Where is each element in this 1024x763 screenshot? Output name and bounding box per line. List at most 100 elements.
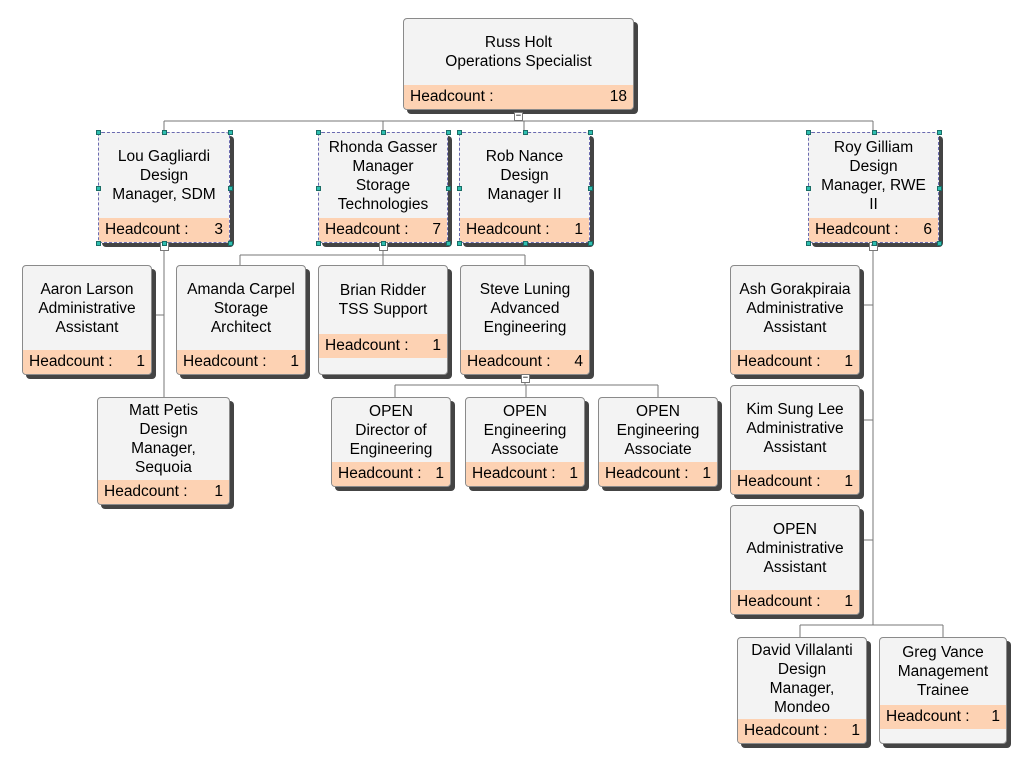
- resize-handle[interactable]: [96, 130, 101, 135]
- headcount-label: Headcount :: [744, 722, 828, 739]
- resize-handle[interactable]: [228, 185, 233, 191]
- node-title: Design Manager II: [487, 167, 562, 203]
- headcount-label: Headcount :: [325, 221, 409, 238]
- headcount-label: Headcount :: [605, 465, 689, 482]
- headcount-value: 1: [574, 221, 583, 238]
- headcount-bar: Headcount :7: [319, 218, 447, 242]
- node-name: Roy Gilliam: [833, 138, 914, 156]
- node-title: Advanced Engineering: [483, 299, 567, 336]
- collapse-toggle-russ[interactable]: −: [514, 111, 523, 121]
- collapse-toggle-steve[interactable]: −: [521, 373, 530, 383]
- resize-handle[interactable]: [588, 130, 593, 135]
- headcount-bar: Headcount : 1: [599, 462, 717, 486]
- headcount-value: 1: [844, 473, 853, 490]
- resize-handle[interactable]: [228, 130, 233, 135]
- node-title: Design Manager, RWE II: [821, 157, 926, 213]
- resize-handle[interactable]: [316, 130, 321, 135]
- headcount-bar: Headcount :1: [23, 350, 151, 374]
- headcount-value: 1: [435, 465, 444, 482]
- node-title: Design Manager, Mondeo: [769, 660, 835, 716]
- node-name: OPEN: [773, 520, 817, 538]
- headcount-bar: Headcount :1: [731, 350, 859, 374]
- headcount-value: 18: [609, 88, 627, 105]
- node-title: Operations Specialist: [445, 53, 592, 70]
- resize-handle[interactable]: [937, 241, 942, 246]
- resize-handle[interactable]: [806, 130, 811, 135]
- resize-handle[interactable]: [381, 241, 386, 246]
- headcount-bar: Headcount :1: [880, 705, 1006, 729]
- headcount-bar: Headcount : 1: [460, 218, 589, 242]
- headcount-value: 1: [702, 465, 711, 482]
- resize-handle[interactable]: [871, 130, 877, 135]
- node-title: Design Manager, Sequoia: [131, 421, 196, 476]
- resize-handle[interactable]: [522, 130, 528, 135]
- headcount-bar: Headcount :6: [809, 218, 938, 242]
- resize-handle[interactable]: [937, 185, 942, 191]
- resize-handle[interactable]: [316, 241, 321, 246]
- node-title: Storage Architect: [210, 299, 272, 336]
- resize-handle[interactable]: [937, 130, 942, 135]
- headcount-value: 3: [214, 221, 223, 238]
- resize-handle[interactable]: [446, 130, 451, 135]
- node-name: Amanda Carpel: [187, 280, 295, 298]
- resize-handle[interactable]: [457, 130, 462, 135]
- resize-handle[interactable]: [381, 130, 386, 135]
- node-title: TSS Support: [338, 301, 428, 318]
- resize-handle[interactable]: [871, 241, 877, 246]
- headcount-label: Headcount :: [410, 88, 494, 105]
- node-title: Management Trainee: [897, 663, 989, 699]
- headcount-bar: Headcount :1: [731, 470, 859, 494]
- resize-handle[interactable]: [457, 185, 462, 191]
- resize-handle[interactable]: [588, 185, 593, 191]
- headcount-label: Headcount :: [29, 353, 113, 370]
- headcount-value: 1: [290, 353, 299, 370]
- headcount-label: Headcount :: [466, 221, 550, 238]
- headcount-label: Headcount :: [737, 353, 821, 370]
- resize-handle[interactable]: [806, 241, 811, 246]
- resize-handle[interactable]: [162, 241, 167, 246]
- headcount-value: 6: [923, 221, 932, 238]
- resize-handle[interactable]: [588, 241, 593, 246]
- resize-handle[interactable]: [96, 241, 101, 246]
- headcount-bar: Headcount :3: [99, 218, 229, 242]
- resize-handle[interactable]: [446, 185, 451, 191]
- node-name: Lou Gagliardi: [117, 148, 211, 165]
- headcount-label: Headcount :: [183, 353, 267, 370]
- resize-handle[interactable]: [228, 241, 233, 246]
- headcount-value: 1: [214, 483, 223, 500]
- node-name: OPEN: [636, 402, 680, 420]
- resize-handle[interactable]: [162, 130, 167, 135]
- headcount-bar: Headcount : 18: [404, 85, 633, 109]
- resize-handle[interactable]: [522, 241, 528, 246]
- node-title: Engineering Associate: [616, 421, 700, 458]
- node-name: Rob Nance: [485, 148, 564, 165]
- resize-handle[interactable]: [316, 185, 321, 191]
- node-name: Rhonda Gasser: [328, 138, 438, 156]
- resize-handle[interactable]: [446, 241, 451, 246]
- node-name: Aaron Larson: [40, 280, 134, 298]
- resize-handle[interactable]: [96, 185, 101, 191]
- resize-handle[interactable]: [806, 185, 811, 191]
- headcount-label: Headcount :: [338, 465, 422, 482]
- node-name: Ash Gorakpiraia: [739, 280, 851, 298]
- node-name: Brian Ridder: [339, 282, 427, 299]
- resize-handle[interactable]: [457, 241, 462, 246]
